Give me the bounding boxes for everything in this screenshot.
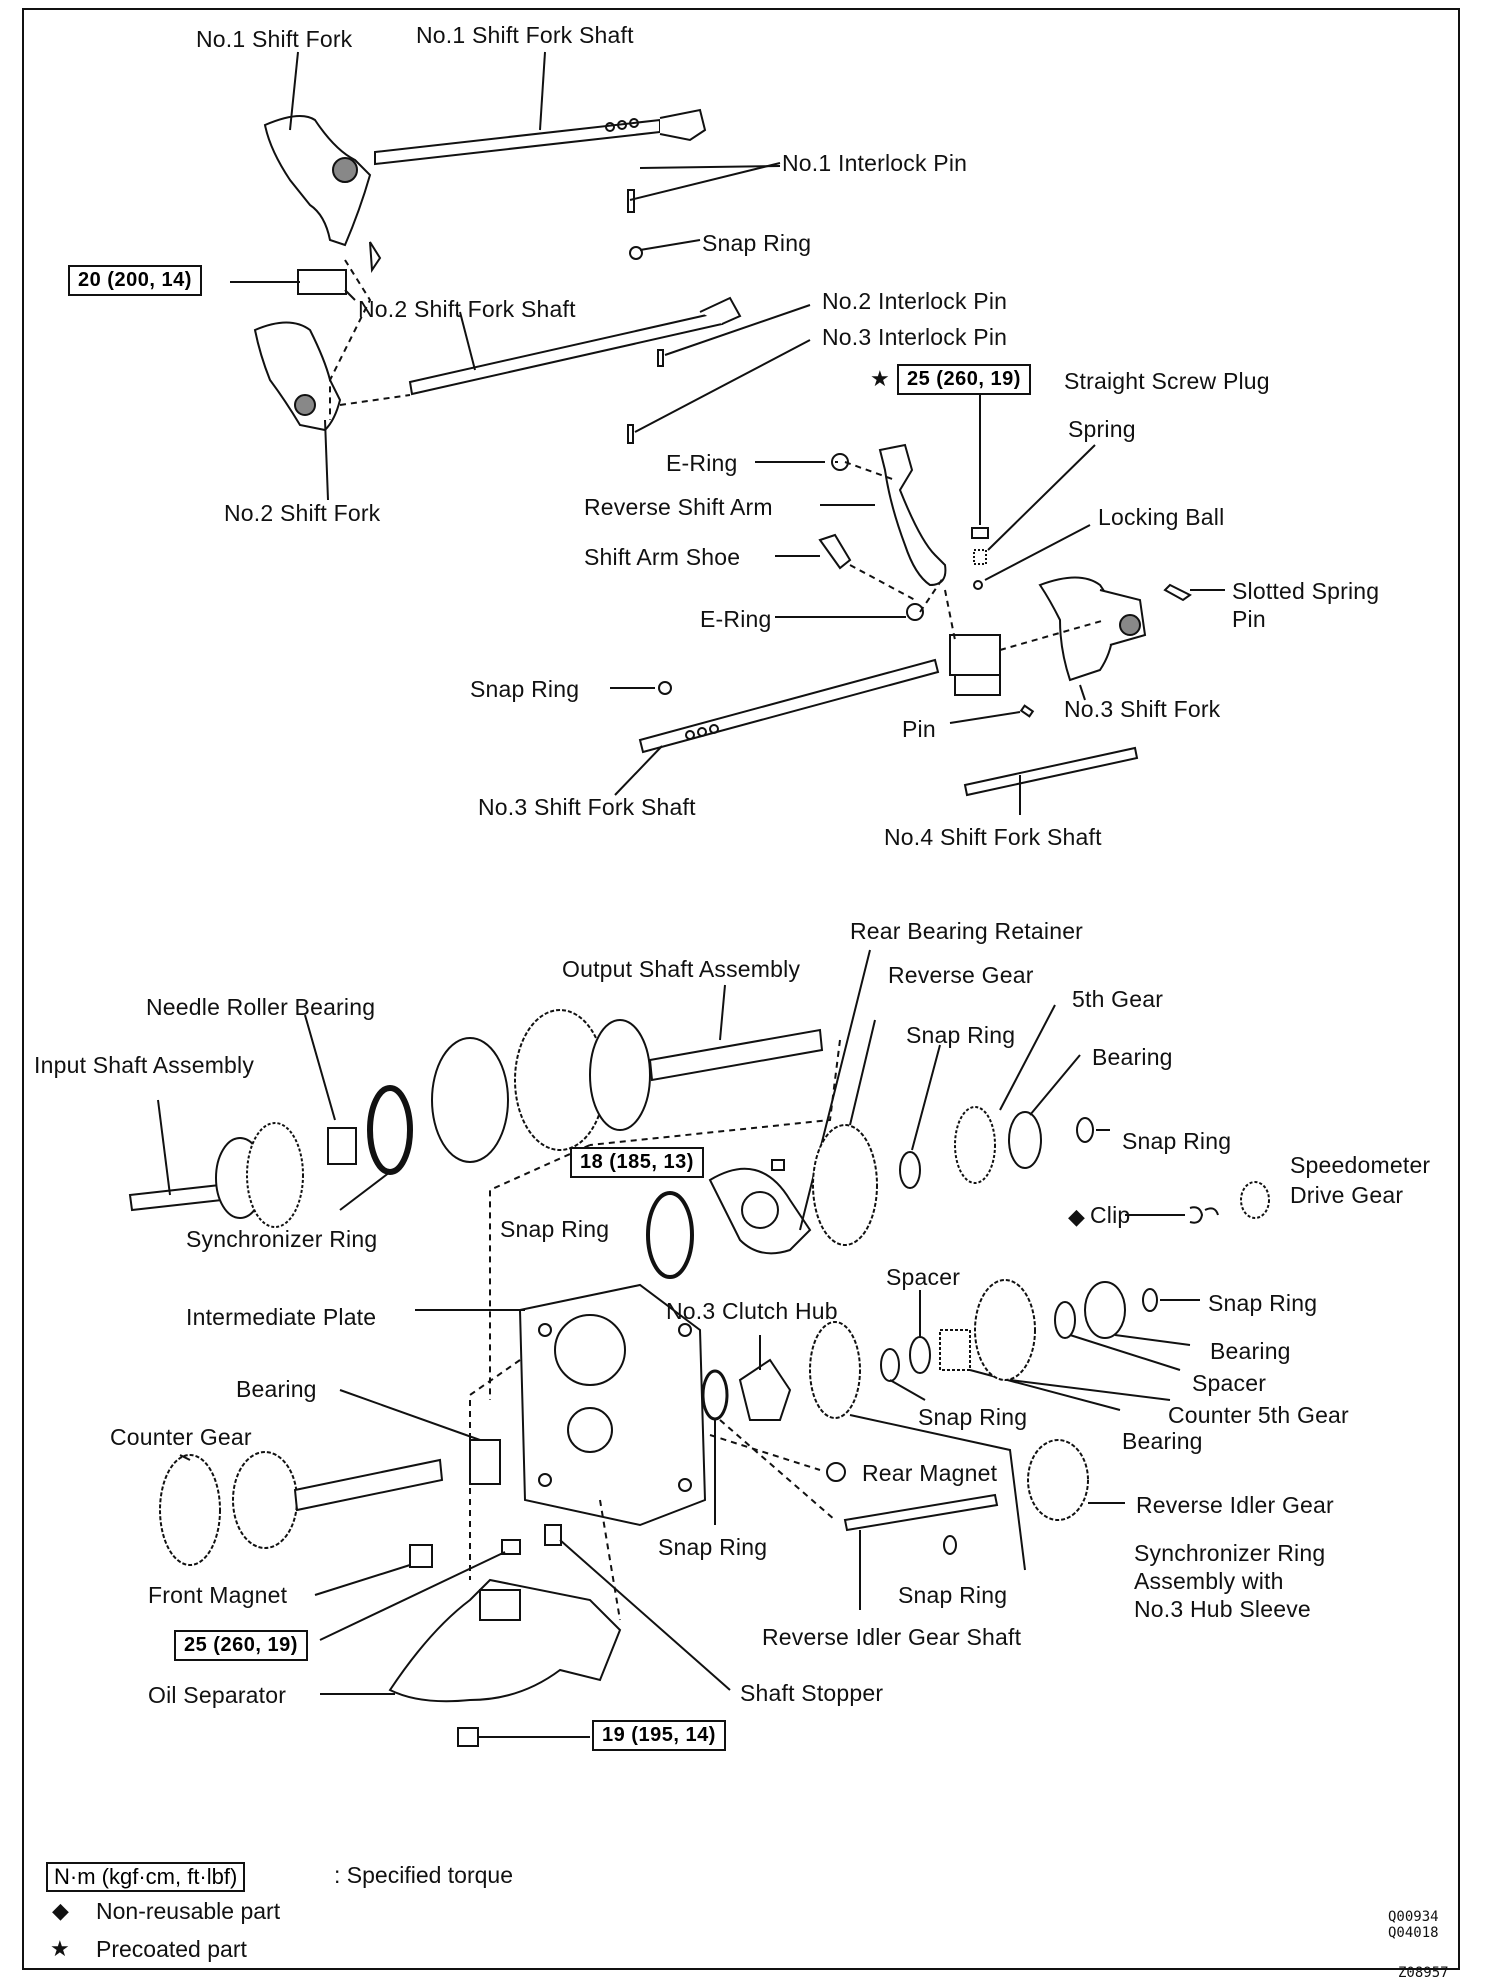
label-speedometer-drive-gear-line2: Drive Gear [1290, 1182, 1404, 1208]
label-input-shaft-assembly: Input Shaft Assembly [34, 1052, 255, 1078]
torque-box-1: 20 (200, 14) [68, 265, 202, 296]
torque-box-2: 25 (260, 19) [897, 364, 1031, 395]
reference-code-3: Z08957 [1398, 1965, 1449, 1981]
label-bearing-4: Bearing [1122, 1428, 1203, 1454]
reference-code-2: Q04018 [1388, 1925, 1439, 1941]
label-front-magnet: Front Magnet [148, 1582, 288, 1608]
legend-torque-unit: N·m (kgf·cm, ft·lbf) [46, 1862, 246, 1892]
label-snap-ring-7: Snap Ring [918, 1404, 1028, 1430]
label-shift-arm-shoe: Shift Arm Shoe [584, 544, 741, 570]
label-rear-magnet: Rear Magnet [862, 1460, 998, 1486]
label-snap-ring-2: Snap Ring [470, 676, 580, 702]
label-e-ring-2: E-Ring [700, 606, 772, 632]
label-e-ring-1: E-Ring [666, 450, 738, 476]
label-fifth-gear: 5th Gear [1072, 986, 1164, 1012]
legend-star-symbol: ★ [50, 1936, 70, 1961]
diamond-symbol-1: ◆ [1068, 1204, 1085, 1229]
label-bearing-1: Bearing [1092, 1044, 1173, 1070]
legend-non-reusable: Non-reusable part [96, 1898, 281, 1924]
reference-code-1: Q00934 [1388, 1909, 1439, 1925]
label-synchronizer-ring-assembly-line3: No.3 Hub Sleeve [1134, 1596, 1311, 1622]
label-no2-shift-fork-shaft: No.2 Shift Fork Shaft [358, 296, 576, 322]
label-no3-interlock-pin: No.3 Interlock Pin [822, 324, 1008, 350]
legend-diamond-symbol: ◆ [52, 1898, 69, 1923]
label-synchronizer-ring-assembly: Synchronizer Ring [1134, 1540, 1326, 1566]
torque-box-5: 19 (195, 14) [592, 1720, 726, 1751]
label-oil-separator: Oil Separator [148, 1682, 287, 1708]
star-symbol-1: ★ [870, 366, 890, 391]
label-clip: Clip [1090, 1202, 1131, 1228]
label-output-shaft-assembly: Output Shaft Assembly [562, 956, 801, 982]
legend-torque-desc: : Specified torque [334, 1862, 514, 1888]
label-snap-ring-4: Snap Ring [1122, 1128, 1232, 1154]
label-snap-ring-3: Snap Ring [906, 1022, 1016, 1048]
label-counter-5th-gear: Counter 5th Gear [1168, 1402, 1349, 1428]
label-no1-shift-fork-shaft: No.1 Shift Fork Shaft [416, 22, 634, 48]
label-needle-roller-bearing: Needle Roller Bearing [146, 994, 376, 1020]
label-snap-ring-1: Snap Ring [702, 230, 812, 256]
label-snap-ring-8: Snap Ring [658, 1534, 768, 1560]
label-spacer-1: Spacer [886, 1264, 961, 1290]
label-synchronizer-ring-assembly-line2: Assembly with [1134, 1568, 1284, 1594]
label-intermediate-plate: Intermediate Plate [186, 1304, 377, 1330]
label-reverse-gear: Reverse Gear [888, 962, 1034, 988]
legend-precoated: Precoated part [96, 1936, 247, 1962]
torque-box-4: 25 (260, 19) [174, 1630, 308, 1661]
label-no2-interlock-pin: No.2 Interlock Pin [822, 288, 1008, 314]
label-no3-clutch-hub: No.3 Clutch Hub [666, 1298, 838, 1324]
label-no3-shift-fork: No.3 Shift Fork [1064, 696, 1221, 722]
label-spacer-2: Spacer [1192, 1370, 1267, 1396]
label-straight-screw-plug: Straight Screw Plug [1064, 368, 1270, 394]
label-reverse-idler-gear: Reverse Idler Gear [1136, 1492, 1334, 1518]
label-bearing-2: Bearing [1210, 1338, 1291, 1364]
label-rear-bearing-retainer: Rear Bearing Retainer [850, 918, 1084, 944]
label-snap-ring-5: Snap Ring [500, 1216, 610, 1242]
label-no4-shift-fork-shaft: No.4 Shift Fork Shaft [884, 824, 1102, 850]
label-no1-shift-fork: No.1 Shift Fork [196, 26, 353, 52]
label-locking-ball: Locking Ball [1098, 504, 1225, 530]
diagram-frame [22, 8, 1460, 1970]
label-pin: Pin [902, 716, 936, 742]
label-shaft-stopper: Shaft Stopper [740, 1680, 884, 1706]
label-slotted-spring-pin: Slotted Spring [1232, 578, 1380, 604]
label-no3-shift-fork-shaft: No.3 Shift Fork Shaft [478, 794, 696, 820]
label-snap-ring-9: Snap Ring [898, 1582, 1008, 1608]
label-speedometer-drive-gear: Speedometer [1290, 1152, 1431, 1178]
label-no2-shift-fork: No.2 Shift Fork [224, 500, 381, 526]
label-reverse-shift-arm: Reverse Shift Arm [584, 494, 773, 520]
label-no1-interlock-pin: No.1 Interlock Pin [782, 150, 968, 176]
label-spring: Spring [1068, 416, 1136, 442]
label-synchronizer-ring: Synchronizer Ring [186, 1226, 378, 1252]
label-reverse-idler-gear-shaft: Reverse Idler Gear Shaft [762, 1624, 1022, 1650]
label-counter-gear: Counter Gear [110, 1424, 252, 1450]
torque-box-3: 18 (185, 13) [570, 1147, 704, 1178]
label-snap-ring-6: Snap Ring [1208, 1290, 1318, 1316]
label-bearing-3: Bearing [236, 1376, 317, 1402]
label-slotted-spring-pin-line2: Pin [1232, 606, 1266, 632]
